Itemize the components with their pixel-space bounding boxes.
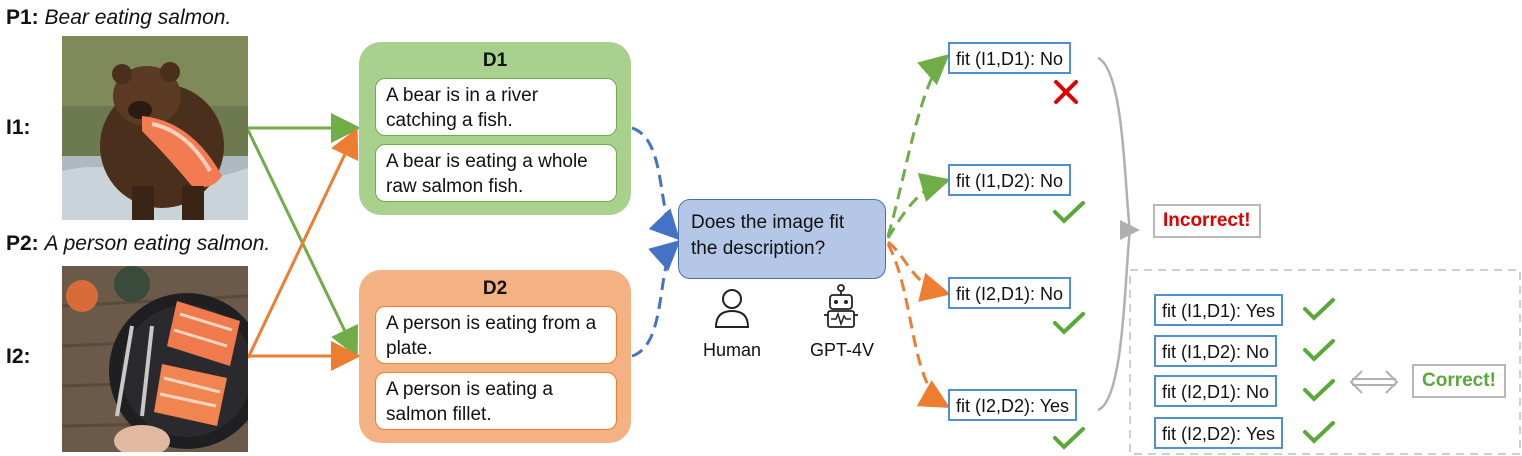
prompt-p1: P1: Bear eating salmon. (6, 6, 231, 30)
description-d2-item-1: A person is eating from a plate. (375, 306, 617, 364)
model-fit-i1-d1: fit (I1,D1): No (948, 42, 1072, 74)
dash-to-fit3 (887, 240, 951, 302)
result-bracket (1097, 56, 1132, 412)
double-arrow-icon (1349, 370, 1399, 394)
check-icon (1053, 312, 1085, 335)
prompt-p1-id: P1: (6, 6, 39, 29)
image-bear-salmon (62, 36, 248, 220)
dash-to-fit1 (886, 54, 950, 237)
dash-d2-question (631, 239, 681, 358)
prompt-p2-id: P2: (6, 232, 39, 255)
check-icon (1303, 298, 1335, 321)
model-verdict-incorrect: Incorrect! (1153, 204, 1261, 238)
dash-to-fit4 (886, 243, 951, 408)
correct-verdict: Correct! (1412, 364, 1506, 398)
arrow-i1-d2 (246, 129, 359, 358)
evaluator-human-label: Human (702, 340, 762, 360)
prompt-p2: P2: A person eating salmon. (6, 232, 270, 256)
correct-fit-i2-d1: fit (I2,D1): No (1154, 375, 1278, 407)
description-d2-title: D2 (482, 278, 508, 299)
image-label-i2: I2: (6, 345, 31, 368)
description-panel-d2: D2 A person is eating from a plate. A pe… (359, 270, 631, 443)
description-d1-item-1: A bear is in a river catching a fish. (375, 78, 617, 136)
correct-fit-i2-d2: fit (I2,D2): Yes (1154, 417, 1284, 449)
check-icon (1303, 339, 1335, 362)
description-panel-d1: D1 A bear is in a river catching a fish.… (359, 42, 631, 215)
description-d1-title: D1 (482, 50, 508, 71)
check-icon (1053, 427, 1085, 450)
image-label-i1: I1: (6, 116, 31, 139)
dash-d1-question (631, 126, 681, 241)
check-icon (1053, 201, 1085, 224)
prompt-p2-text: A person eating salmon. (44, 232, 271, 255)
check-icon (1303, 421, 1335, 444)
person-icon (714, 289, 750, 328)
image-salmon-plate (62, 266, 248, 452)
dash-to-fit2 (886, 173, 951, 239)
arrow-i2-d1 (246, 127, 359, 359)
correct-region (1129, 269, 1521, 455)
model-fit-i1-d2: fit (I1,D2): No (948, 164, 1072, 196)
robot-icon (824, 284, 858, 328)
prompt-p1-text: Bear eating salmon. (44, 6, 232, 29)
correct-fit-i1-d2: fit (I1,D2): No (1154, 335, 1278, 367)
description-d2-item-2: A person is eating a salmon fillet. (375, 372, 617, 430)
model-fit-i2-d2: fit (I2,D2): Yes (948, 389, 1078, 421)
check-icon (1303, 379, 1335, 402)
description-d1-item-2: A bear is eating a whole raw salmon fish… (375, 144, 617, 202)
question-box: Does the image fit the description? (678, 199, 886, 279)
evaluator-gpt4v-label: GPT-4V (809, 340, 875, 360)
correct-fit-i1-d1: fit (I1,D1): Yes (1154, 294, 1284, 326)
cross-icon (1054, 80, 1078, 104)
model-fit-i2-d1: fit (I2,D1): No (948, 277, 1072, 309)
